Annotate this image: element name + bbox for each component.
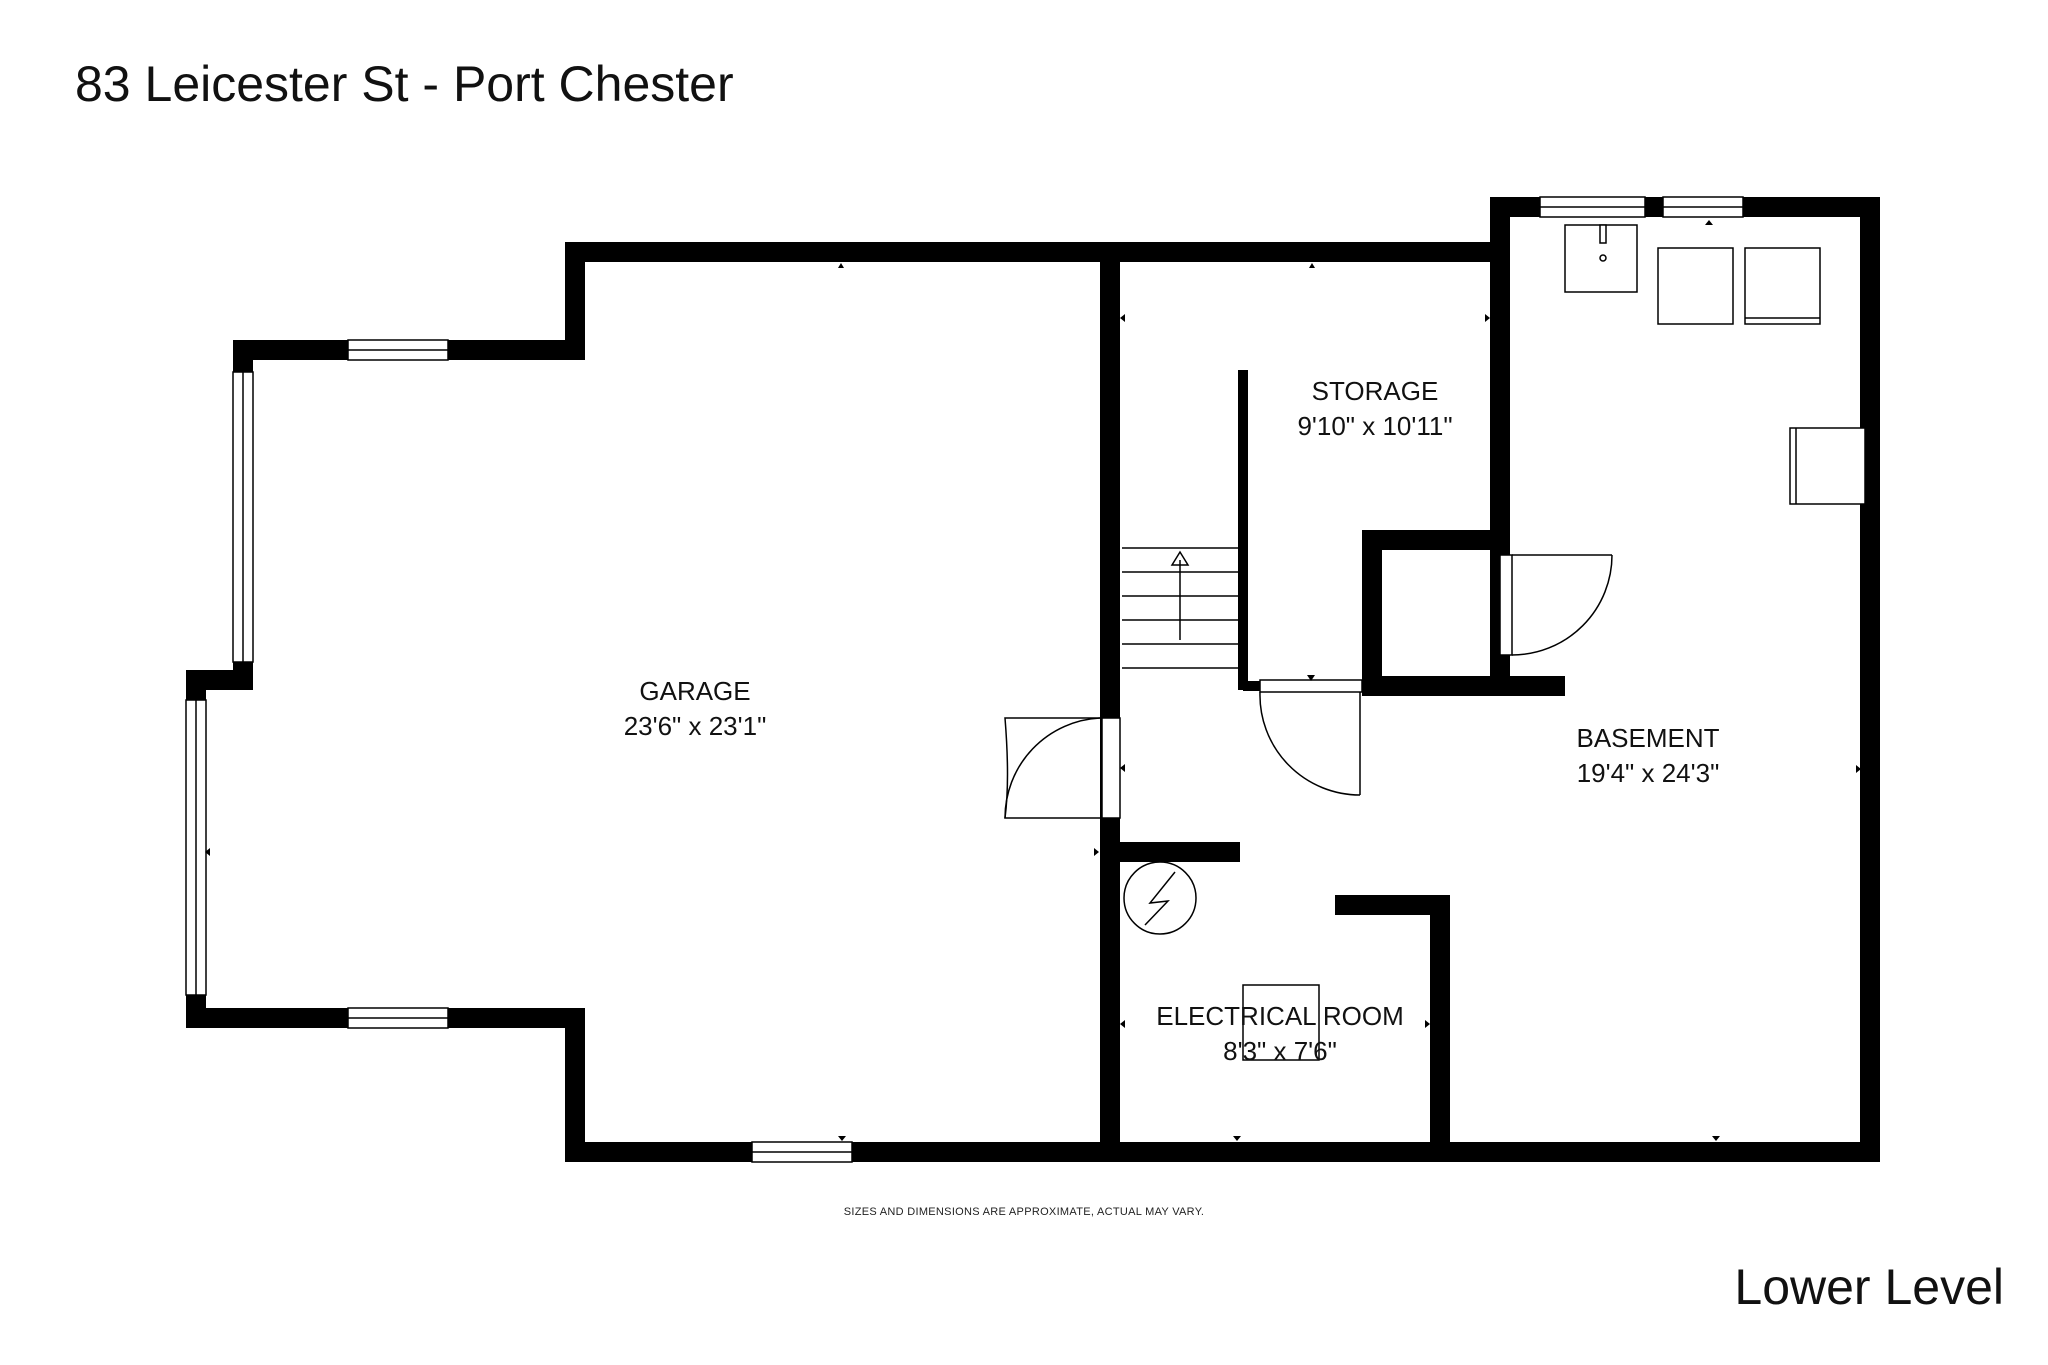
measurement-markers	[205, 220, 1861, 1141]
garage-size: 23'6" x 23'1"	[624, 711, 767, 741]
level-label: Lower Level	[1734, 1259, 2004, 1315]
electrical-room-name: ELECTRICAL ROOM	[1156, 1001, 1404, 1031]
basement-size: 19'4" x 24'3"	[1577, 758, 1720, 788]
storage-size: 9'10" x 10'11"	[1297, 411, 1452, 441]
disclaimer-text: SIZES AND DIMENSIONS ARE APPROXIMATE, AC…	[843, 1206, 1205, 1218]
garage-name: GARAGE	[639, 676, 750, 706]
electrical-room-size: 8'3" x 7'6"	[1223, 1036, 1337, 1066]
storage-name: STORAGE	[1312, 376, 1439, 406]
windows	[185, 196, 1744, 1163]
fixtures	[1123, 224, 1866, 1061]
basement-name: BASEMENT	[1576, 723, 1719, 753]
stairs	[1122, 547, 1238, 669]
address-title: 83 Leicester St - Port Chester	[75, 56, 734, 112]
doors	[1004, 554, 1613, 819]
